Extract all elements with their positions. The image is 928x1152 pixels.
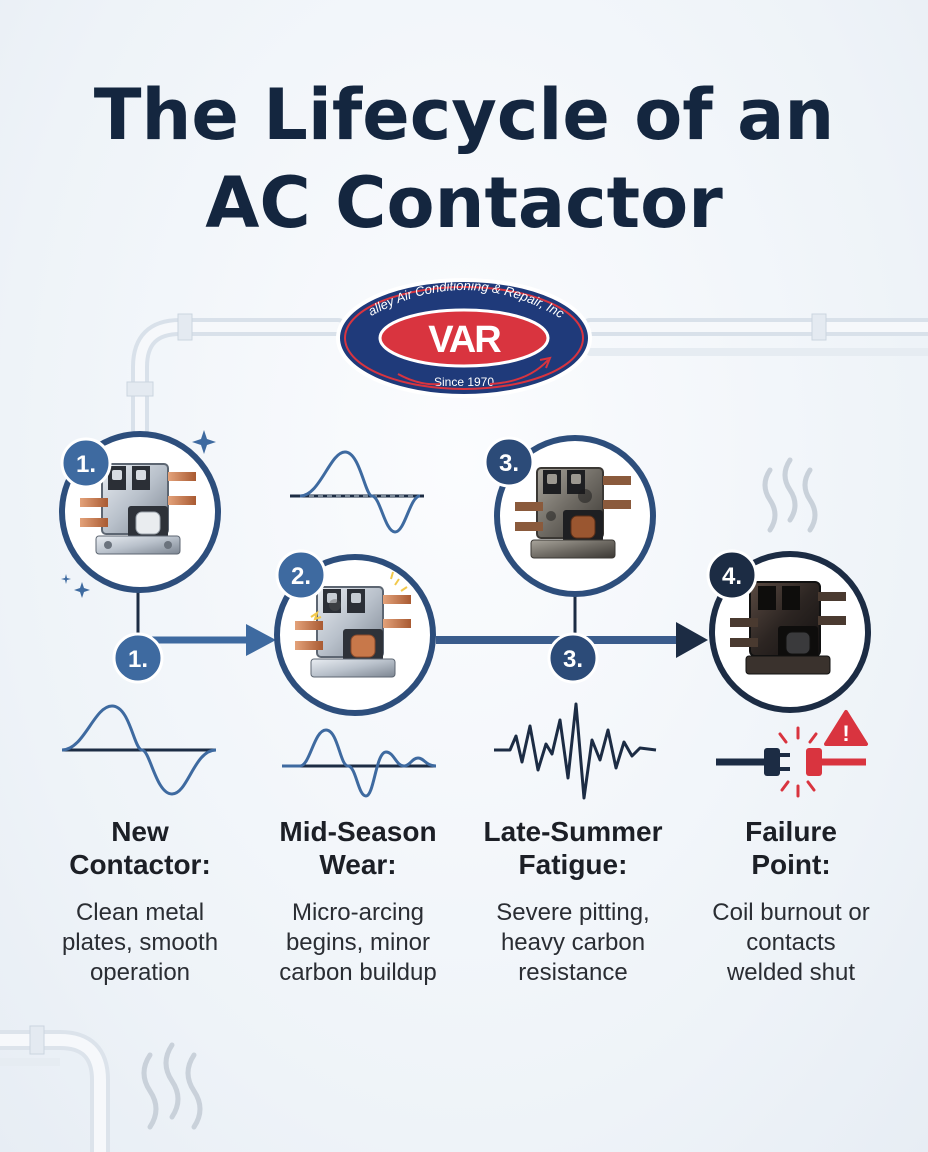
arrow-label-1: 1.: [128, 646, 148, 673]
pipe-decoration-top: [126, 313, 928, 439]
pipe-decoration-bottom: [0, 1025, 110, 1152]
arrow-badge-3: [547, 632, 599, 684]
waveform-reference-icon: [290, 450, 424, 534]
stage-4-number: 4.: [722, 563, 742, 590]
stage-1-number: 1.: [76, 451, 96, 478]
waveform-stage-3-icon: [494, 702, 657, 800]
title-line-2: AC Contactor: [205, 162, 723, 244]
arrow-badge-1: [112, 632, 164, 684]
logo-since: Since 1970: [434, 375, 494, 389]
logo-company-text: Valley Air Conditioning & Repair, Inc.: [0, 0, 567, 321]
stage-2-number: 2.: [291, 563, 311, 590]
warning-icon: !: [842, 721, 849, 746]
heat-waves-icon: [141, 1042, 203, 1130]
stage-4-image: 4.: [706, 549, 871, 713]
stage-3-number: 3.: [499, 450, 519, 477]
timeline: 1. 3.: [112, 585, 708, 684]
stage-1-image: 1.: [59, 430, 221, 598]
company-logo: Valley Air Conditioning & Repair, Inc. V…: [0, 0, 592, 398]
logo-mark: VAR: [428, 319, 501, 361]
title-line-1: The Lifecycle of an: [93, 74, 835, 156]
unplugged-warning-icon: !: [716, 710, 868, 798]
steam-icon: [762, 457, 818, 533]
stage-3-image: 3.: [483, 435, 656, 597]
arrow-label-3: 3.: [563, 646, 583, 673]
waveform-stage-1-icon: [61, 704, 217, 796]
stage-2-image: 2.: [274, 549, 436, 716]
waveform-stage-2-icon: [282, 728, 437, 798]
